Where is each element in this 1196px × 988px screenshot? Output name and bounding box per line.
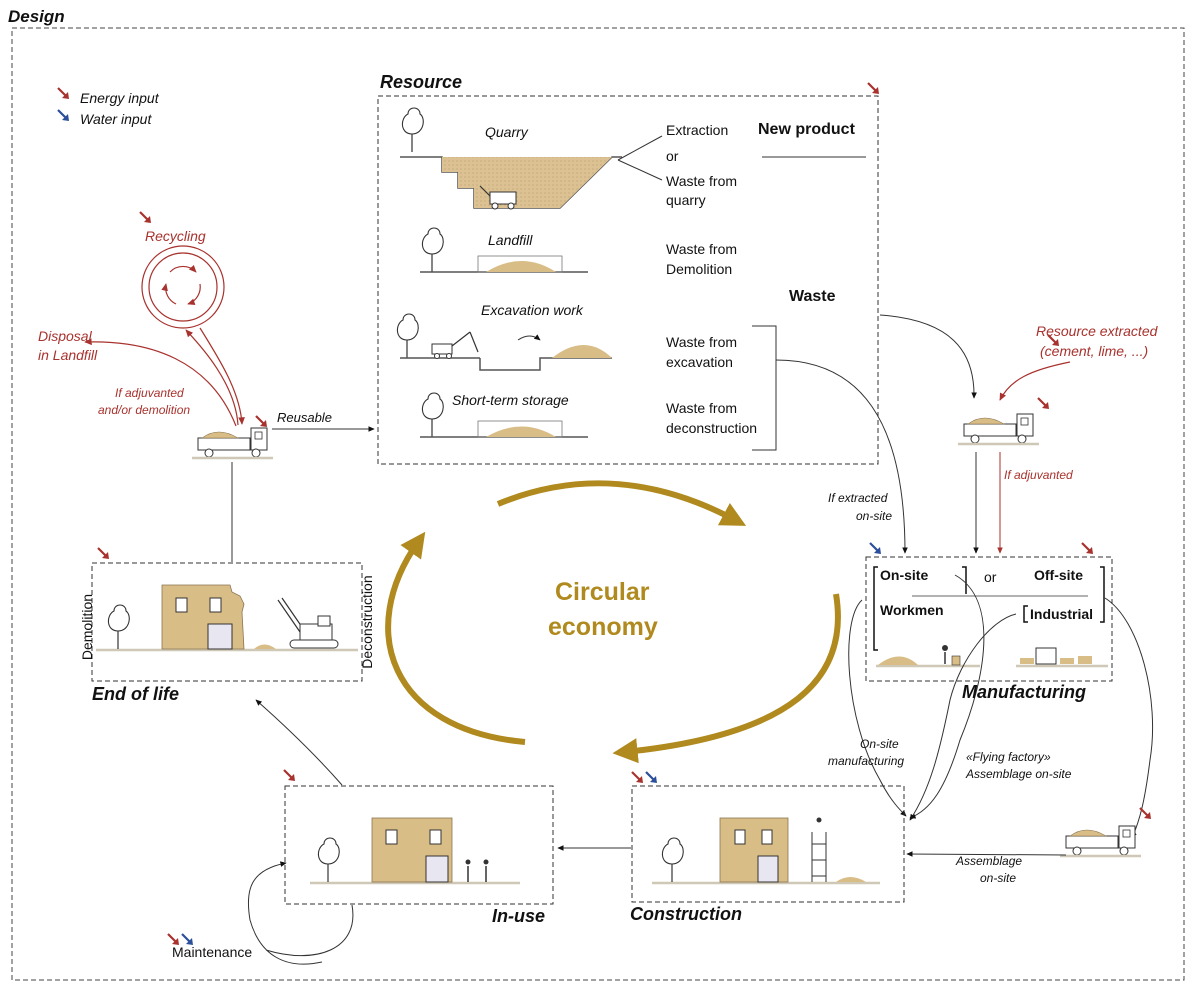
- circular-economy-cycle: [385, 480, 841, 764]
- legend-water-label: Water input: [80, 111, 152, 127]
- flying-factory-label-1: «Flying factory»: [966, 750, 1051, 764]
- resource-box: [377, 95, 879, 465]
- manufacturing-energy-icon: [1080, 541, 1095, 556]
- resource-extracted-label-2: (cement, lime, ...): [1040, 343, 1149, 359]
- resource-row-quarry: Quarry: [485, 124, 528, 140]
- resource-truck-energy-icon: [1036, 396, 1051, 411]
- assemblage-label-2: on-site: [980, 871, 1017, 885]
- recycling-label: Recycling: [145, 228, 206, 244]
- assemblage-truck: [1058, 824, 1143, 858]
- adjuvanted-label-1: If adjuvanted: [115, 386, 184, 400]
- new-product-label: New product: [758, 121, 855, 138]
- if-adjuvanted-label: If adjuvanted: [1004, 468, 1073, 482]
- maintenance-label: Maintenance: [172, 944, 253, 960]
- waste-quarry-label-2: quarry: [666, 192, 706, 208]
- construction-box: [631, 785, 905, 903]
- in-use-illustration: [310, 817, 520, 885]
- resource-truck: [956, 412, 1041, 446]
- assemblage-label-1: Assemblage: [956, 854, 1023, 868]
- in-use-energy-icon: [282, 768, 297, 783]
- adjuvanted-label-2: and/or demolition: [98, 403, 191, 417]
- resource-extracted-label-1: Resource extracted: [1036, 323, 1158, 339]
- construction-illustration: [652, 817, 880, 885]
- resource-title: Resource: [380, 72, 463, 92]
- industrial-label: Industrial: [1030, 606, 1094, 622]
- resource-row-excavation: Excavation work: [481, 302, 583, 318]
- resource-row-storage: Short-term storage: [452, 392, 569, 408]
- manufacturing-title: Manufacturing: [962, 682, 1086, 702]
- manufacturing-illustration: [876, 645, 1108, 668]
- end-of-life-energy-icon: [96, 546, 111, 561]
- manufacturing-box: [865, 556, 1113, 682]
- energy-arrow-icon: [56, 86, 71, 101]
- if-extracted-label-2: on-site: [856, 509, 893, 523]
- disposal-label-2: in Landfill: [38, 347, 98, 363]
- waste-excavation-label-2: excavation: [666, 354, 733, 370]
- construction-energy-icon: [630, 770, 645, 785]
- manufacturing-or-label: or: [984, 569, 997, 585]
- onsite-manufacturing-label-1: On-site: [860, 737, 899, 751]
- extraction-label: Extraction: [666, 122, 729, 138]
- workmen-label: Workmen: [880, 602, 944, 618]
- waste-excavation-label-1: Waste from: [666, 334, 738, 350]
- waste-deconstruction-label-1: Waste from: [666, 400, 738, 416]
- recycling-energy-icon: [138, 210, 153, 225]
- disposal-label-1: Disposal: [38, 328, 92, 344]
- construction-water-icon: [644, 770, 659, 785]
- waste-demolition-label-1: Waste from: [666, 241, 738, 257]
- storage-illustration: [420, 392, 588, 438]
- demolition-label: Demolition: [78, 593, 95, 661]
- if-extracted-label-1: If extracted: [828, 491, 888, 505]
- onsite-manufacturing-label-2: manufacturing: [828, 754, 905, 768]
- construction-title: Construction: [630, 904, 742, 924]
- in-use-box: [284, 785, 554, 905]
- waste-quarry-label-1: Waste from: [666, 173, 738, 189]
- manufacturing-water-icon: [868, 541, 883, 556]
- or-label: or: [666, 148, 679, 164]
- water-arrow-icon: [56, 108, 71, 123]
- reusable-label: Reusable: [277, 410, 332, 425]
- quarry-illustration: [400, 107, 622, 210]
- end-of-life-title: End of life: [92, 684, 179, 704]
- flying-factory-label-2: Assemblage on-site: [966, 767, 1072, 781]
- page-title: Design: [8, 7, 65, 26]
- recycling-truck: [190, 426, 275, 460]
- onsite-label: On-site: [880, 567, 929, 583]
- waste-demolition-label-2: Demolition: [666, 261, 733, 277]
- recycling-symbol: [141, 245, 225, 329]
- truck-energy-icon: [254, 414, 269, 429]
- center-label-1: Circular: [555, 578, 650, 606]
- excavation-illustration: [396, 313, 612, 371]
- assemblage-energy-icon: [1138, 806, 1153, 821]
- waste-deconstruction-label-2: deconstruction: [666, 420, 758, 436]
- end-of-life-illustration: [96, 584, 358, 652]
- design-frame: [11, 27, 1185, 981]
- end-of-life-box: [91, 562, 363, 682]
- in-use-title: In-use: [492, 906, 546, 926]
- resource-energy-icon: [866, 81, 881, 96]
- legend-energy-label: Energy input: [80, 90, 159, 106]
- landfill-illustration: [420, 227, 588, 273]
- offsite-label: Off-site: [1034, 567, 1083, 583]
- center-label-2: economy: [548, 613, 658, 641]
- waste-label: Waste: [789, 288, 836, 305]
- deconstruction-label: Deconstruction: [358, 575, 375, 669]
- resource-row-landfill: Landfill: [488, 232, 533, 248]
